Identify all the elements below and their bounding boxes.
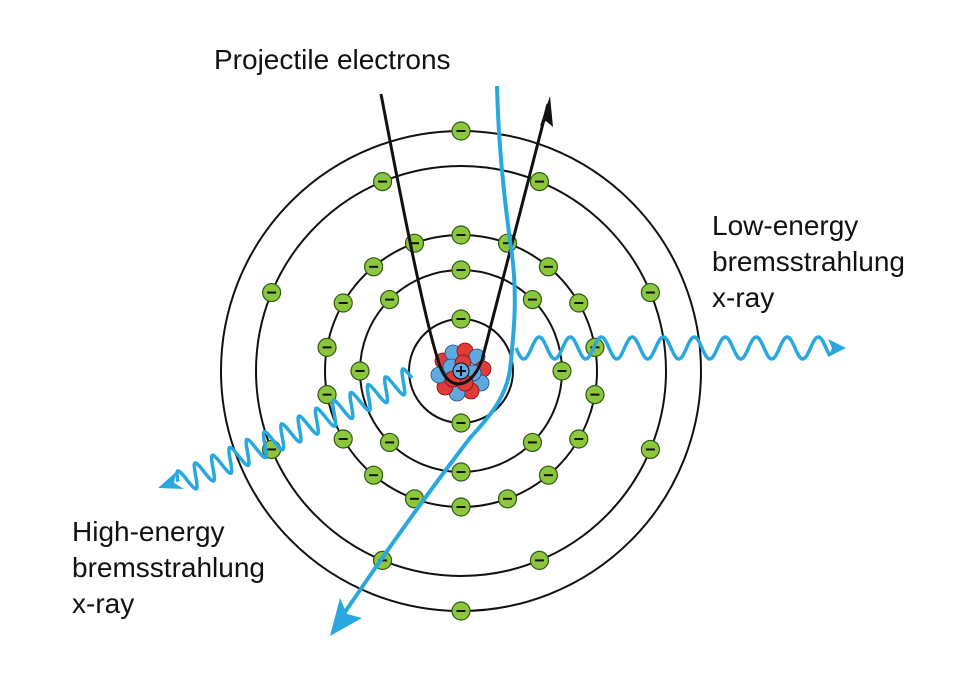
electron bbox=[529, 550, 550, 570]
electron bbox=[350, 361, 370, 381]
low-energy-wave bbox=[514, 335, 832, 361]
deflected-electron-path bbox=[335, 85, 517, 626]
electron bbox=[569, 429, 589, 449]
electron bbox=[451, 121, 471, 141]
electron bbox=[451, 462, 471, 482]
electron bbox=[379, 289, 400, 310]
electron bbox=[640, 439, 660, 460]
electron bbox=[451, 309, 471, 329]
electron bbox=[451, 601, 471, 621]
electron bbox=[451, 413, 471, 433]
electron bbox=[363, 257, 384, 277]
deflected-arrowhead-icon bbox=[330, 598, 362, 636]
electron bbox=[585, 385, 605, 405]
nucleus bbox=[430, 342, 492, 402]
projectile-electrons-label: Projectile electrons bbox=[214, 44, 451, 75]
projectile-electron-path bbox=[379, 93, 550, 386]
electron bbox=[640, 282, 660, 303]
projectile-arrowhead-icon bbox=[540, 96, 553, 127]
electron bbox=[379, 432, 400, 453]
projectile-path-blue bbox=[330, 85, 517, 636]
electron bbox=[569, 293, 589, 313]
high-energy-label-line-1: High-energy bbox=[72, 516, 225, 547]
electron bbox=[451, 260, 471, 280]
low-energy-xray bbox=[514, 335, 846, 361]
electron bbox=[451, 225, 471, 245]
high-energy-label-line-3: x-ray bbox=[72, 588, 135, 619]
electron bbox=[538, 465, 559, 485]
electron bbox=[529, 172, 550, 192]
shell-4 bbox=[255, 165, 667, 577]
electron bbox=[317, 385, 337, 405]
high-energy-label-line-2: bremsstrahlung bbox=[72, 552, 265, 583]
low-energy-label-line-2: bremsstrahlung bbox=[712, 246, 905, 277]
electron bbox=[522, 289, 543, 310]
electron bbox=[333, 293, 353, 313]
electron bbox=[538, 257, 559, 277]
electron bbox=[262, 282, 282, 303]
low-energy-arrowhead-icon bbox=[828, 339, 846, 357]
electron bbox=[497, 489, 518, 509]
electron bbox=[372, 172, 393, 192]
low-energy-label: Low-energy bremsstrahlung x-ray bbox=[712, 208, 905, 316]
electron bbox=[522, 432, 543, 453]
electron bbox=[317, 337, 337, 357]
electron bbox=[552, 361, 572, 381]
low-energy-label-line-3: x-ray bbox=[712, 282, 775, 313]
electron bbox=[451, 497, 471, 517]
electron bbox=[363, 465, 384, 485]
electron bbox=[333, 429, 353, 449]
plus-icon bbox=[456, 366, 466, 376]
high-energy-arrowhead-icon bbox=[158, 472, 184, 489]
low-energy-label-line-1: Low-energy bbox=[712, 210, 859, 241]
high-energy-label: High-energy bremsstrahlung x-ray bbox=[72, 514, 265, 622]
high-energy-xray bbox=[158, 367, 414, 491]
projectile-path-black bbox=[379, 93, 553, 386]
high-energy-wave bbox=[175, 367, 414, 491]
